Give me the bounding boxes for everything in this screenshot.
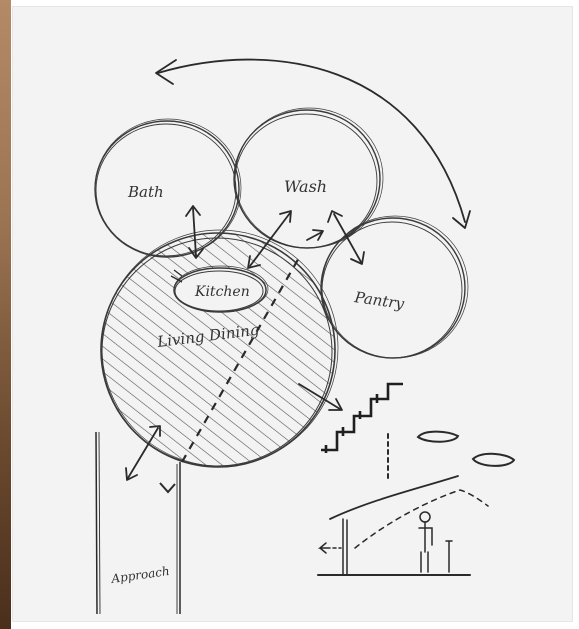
wash-label: Wash <box>284 177 327 196</box>
pantry-bubble <box>321 216 468 358</box>
bath-label: Bath <box>127 183 164 201</box>
pantry-label: Pantry <box>352 288 405 313</box>
kitchen-label: Kitchen <box>194 284 250 300</box>
approach-label: Approach <box>109 564 170 586</box>
section-sketch <box>318 432 514 575</box>
living-dining-bubble <box>90 225 350 485</box>
stairs-sketch <box>321 384 403 453</box>
